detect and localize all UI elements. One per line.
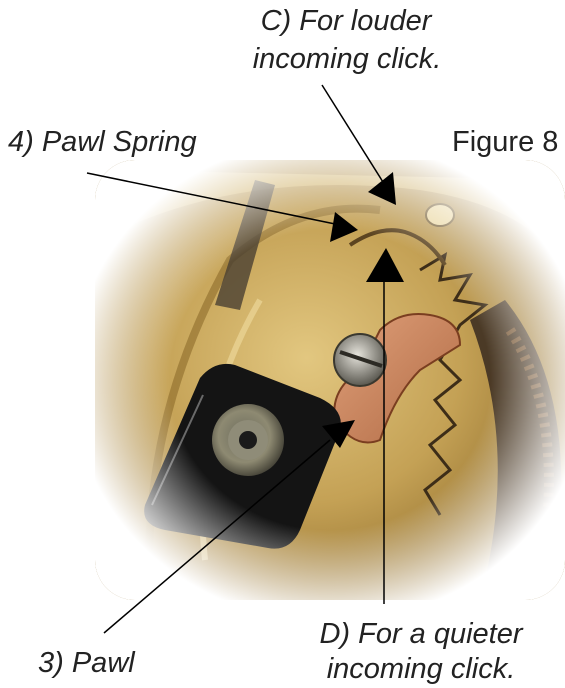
photo-content xyxy=(95,160,565,600)
label-pawl: 3) Pawl xyxy=(38,646,135,680)
label-d-line1: D) For a quieter xyxy=(286,617,556,651)
figure-caption: Figure 8 xyxy=(452,125,558,159)
label-d-line2: incoming click. xyxy=(286,652,556,686)
label-pawl-spring: 4) Pawl Spring xyxy=(8,125,197,159)
label-c-line1: C) For louder xyxy=(236,4,456,38)
label-c-line2: incoming click. xyxy=(232,42,462,76)
